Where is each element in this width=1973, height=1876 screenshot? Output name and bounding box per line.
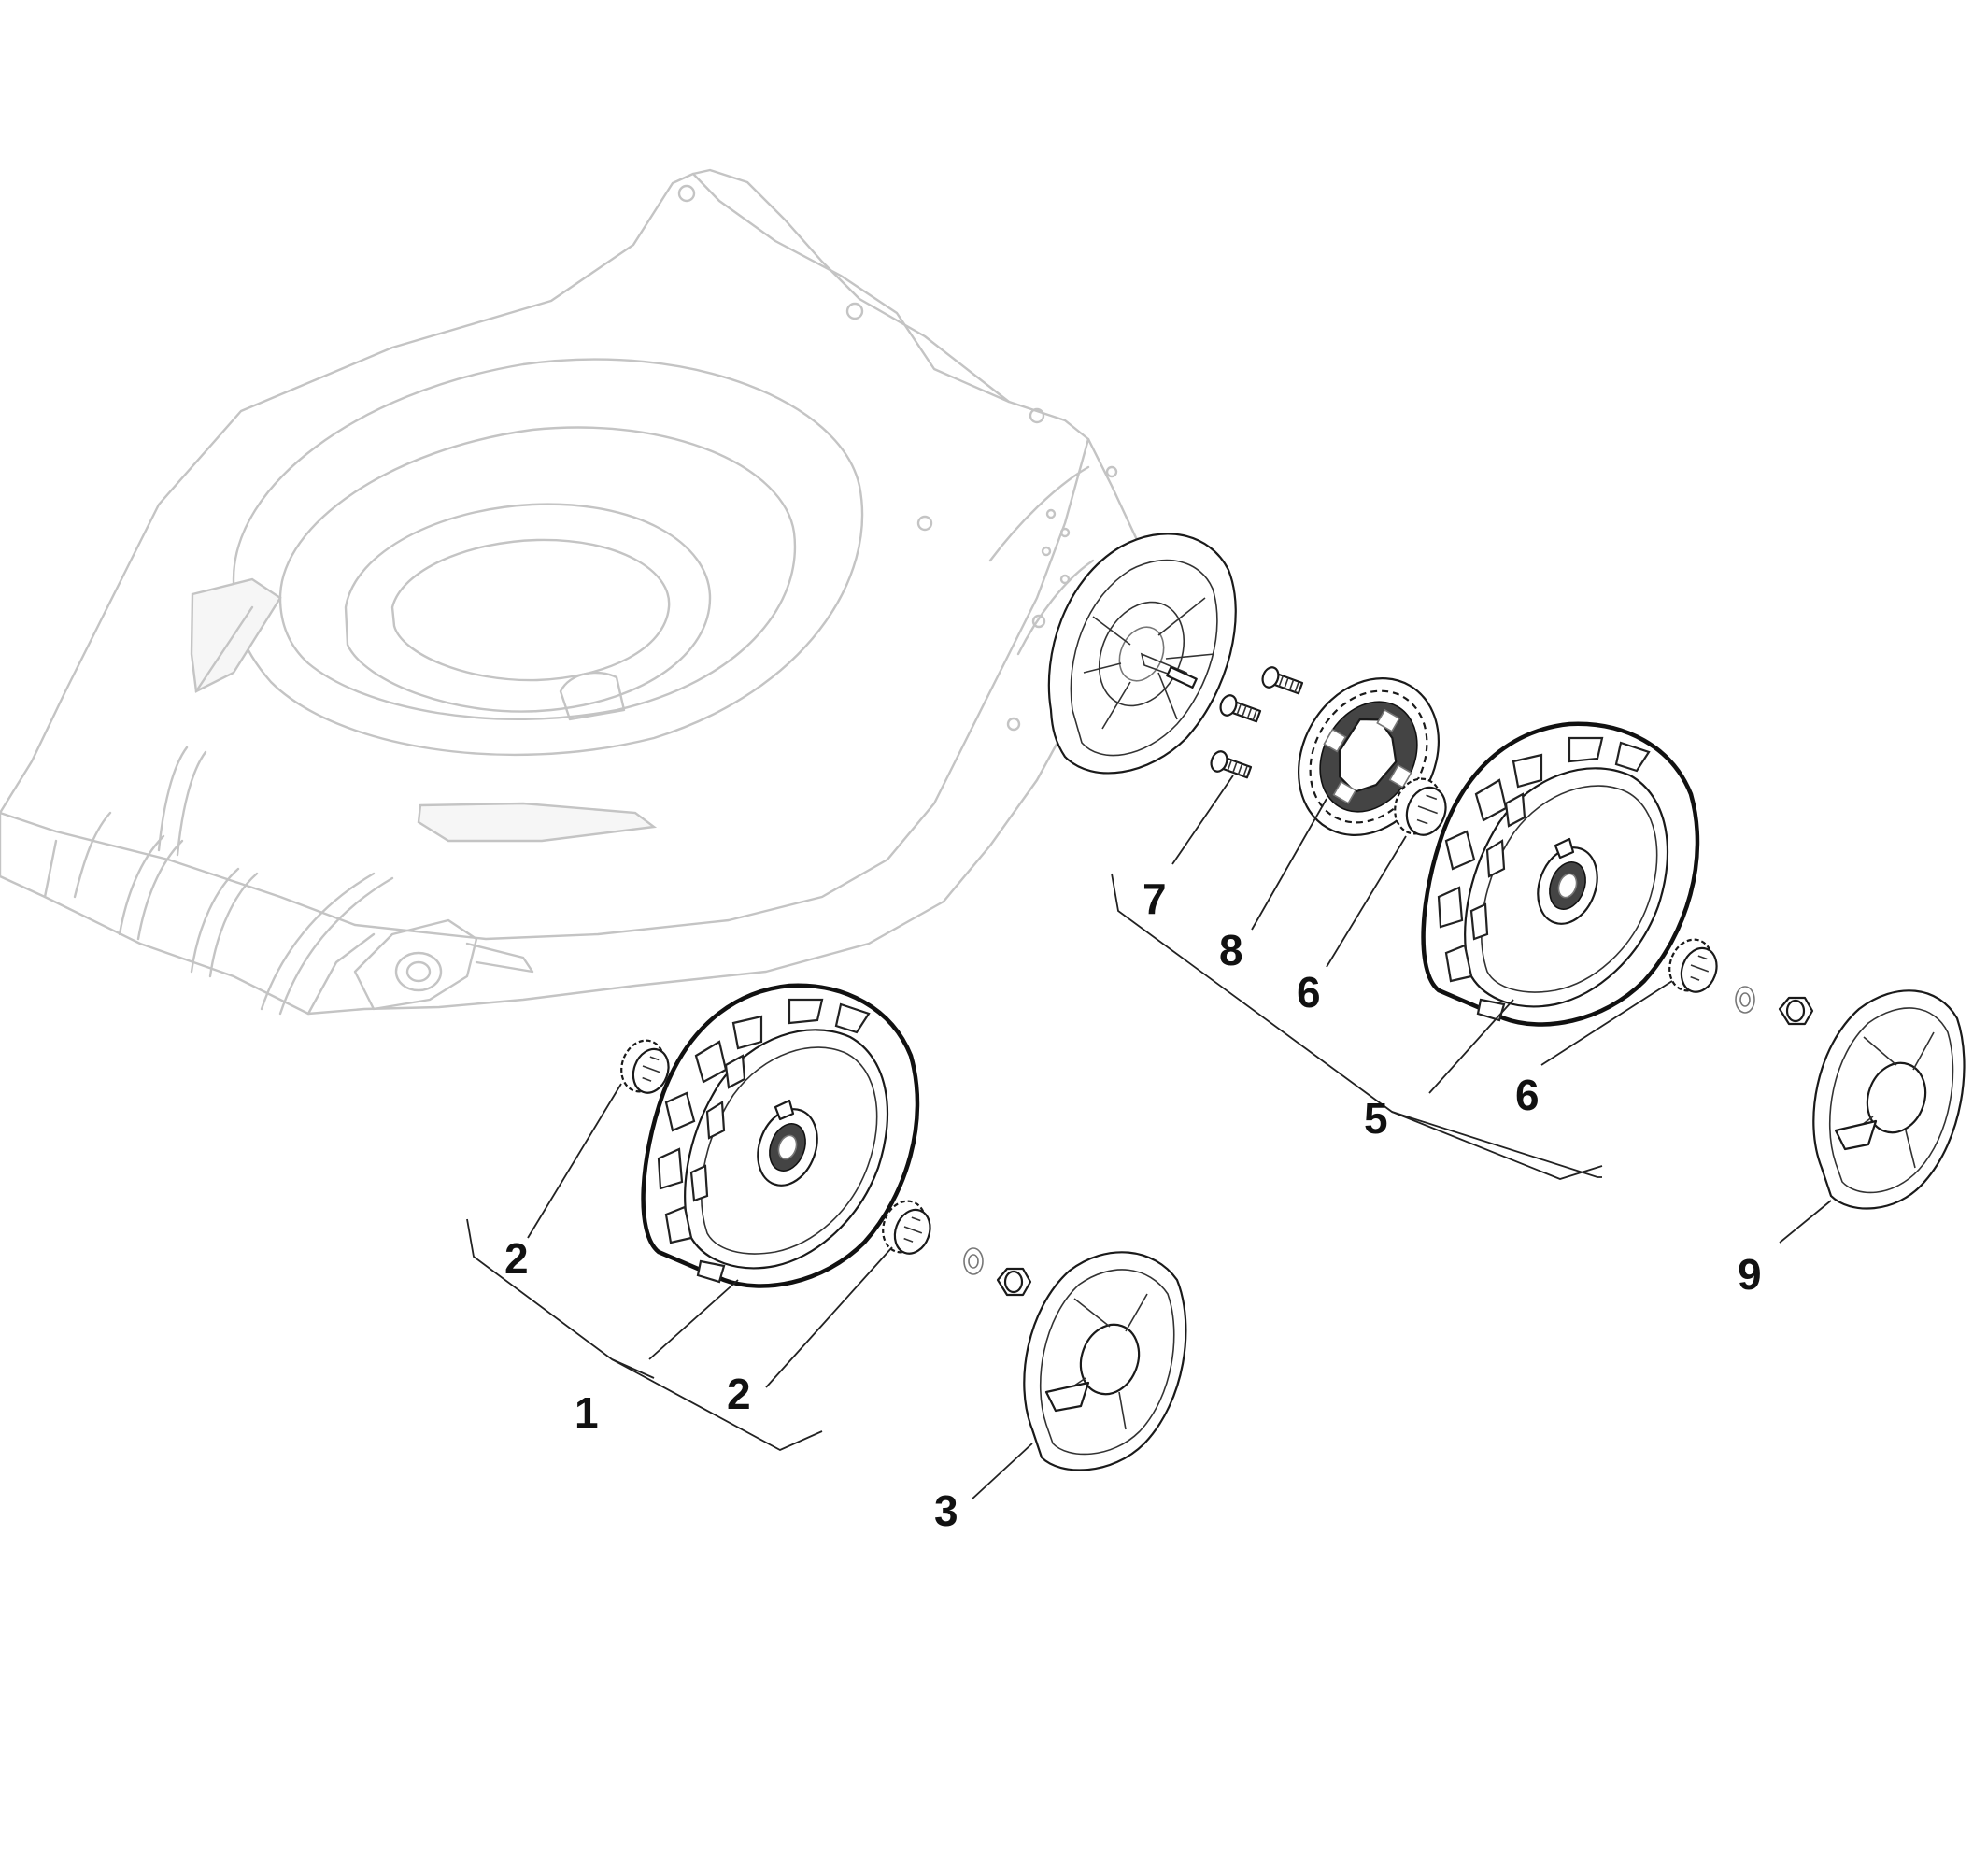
front-wheel-1: [641, 983, 920, 1288]
nut-right: [1778, 996, 1814, 1026]
callout-1: 1: [575, 1388, 599, 1437]
callout-6-upper: 6: [1297, 968, 1321, 1016]
hub-cap-3: [1023, 1251, 1187, 1471]
screw-7: [1261, 666, 1304, 695]
washer-left: [963, 1247, 984, 1275]
pinion-2-upper: [620, 1039, 670, 1094]
callout-8: 8: [1219, 926, 1243, 974]
callout-2-lower: 2: [727, 1370, 751, 1418]
callout-5: 5: [1364, 1094, 1388, 1143]
bracket-right-group-lower: [1391, 1111, 1603, 1180]
callout-6-lower: 6: [1515, 1071, 1540, 1119]
mower-deck-ghost: [0, 168, 1160, 1016]
rear-wheel-5: [1421, 721, 1700, 1027]
pinion-2-lower: [882, 1200, 931, 1255]
pinion-6-upper: [1394, 777, 1447, 836]
rear-hub-gear-plate: [1047, 533, 1237, 775]
callout-9: 9: [1738, 1250, 1762, 1299]
hub-cap-9: [1812, 989, 1966, 1210]
bracket-left-group-lower: [611, 1358, 655, 1379]
washer-right: [1735, 986, 1755, 1014]
pinion-6-lower: [1668, 938, 1718, 993]
callout-2-upper: 2: [504, 1234, 529, 1283]
screw-7-set: [1210, 666, 1304, 779]
screw-7: [1210, 750, 1253, 779]
nut-left: [996, 1267, 1032, 1297]
callout-7: 7: [1143, 874, 1167, 923]
callout-3: 3: [934, 1486, 958, 1535]
screw-7: [1219, 694, 1262, 723]
leader-lines: [527, 775, 1832, 1500]
